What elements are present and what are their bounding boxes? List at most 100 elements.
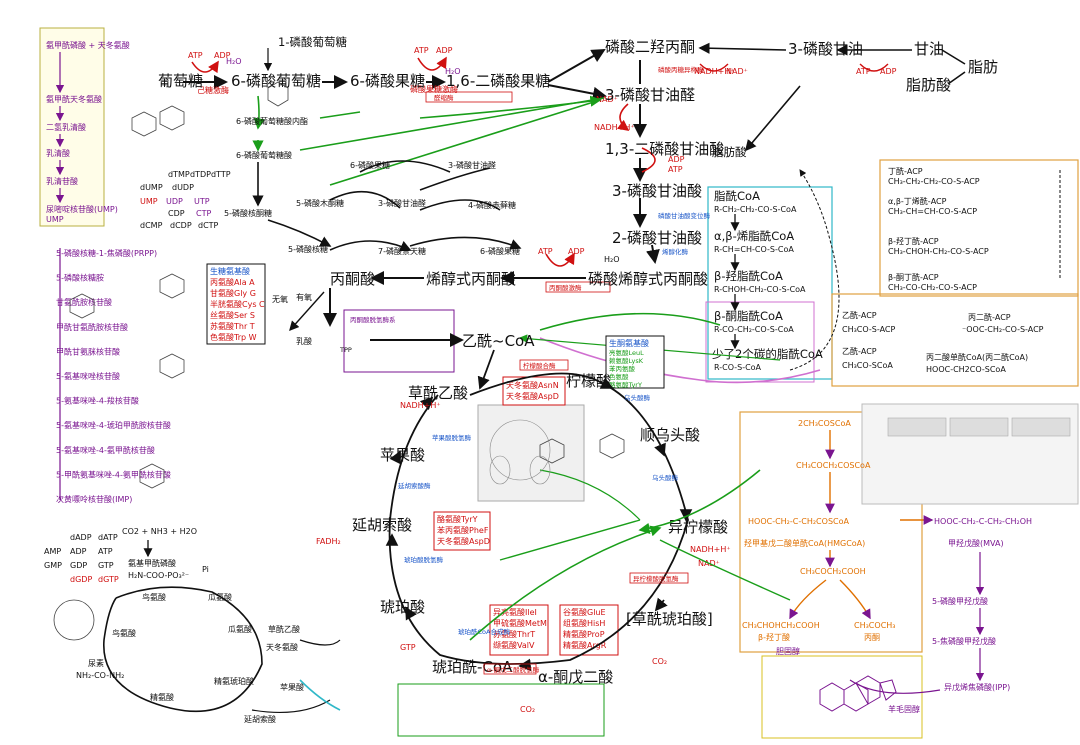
h2o-label: H₂O	[445, 67, 461, 76]
pyr-orotate: 乳清酸	[46, 148, 70, 158]
kb-hmgcoa: 羟甲基戊二酸单酰CoA(HMGCoA)	[744, 538, 865, 548]
scs-label: 琥珀酰CoA合成酶	[458, 627, 510, 636]
urea-pi: Pi	[202, 565, 209, 574]
fadh2-label: FADH₂	[316, 537, 341, 546]
nt-atp: ATP	[98, 547, 113, 556]
fs-hydroxy: β-羟丁酰-ACP	[888, 236, 939, 246]
atp-label: ATP	[188, 51, 203, 60]
molecule-sketches	[69, 81, 625, 489]
purine-step-aicar: 5-氨基咪唑-4-氨甲酰核苷酸	[56, 445, 155, 455]
akg-aa-item: 精氨酸ArgR	[563, 640, 607, 650]
fs-malonyl-coa: 丙二酸单酰CoA(丙二酰CoA)	[926, 352, 1028, 362]
h2o-label-2: H₂O	[226, 57, 242, 66]
glycogenic-item: 丝氨酸Ser S	[210, 310, 255, 320]
kb-hmg-formula: HOOC-CH₂-C-CH₂COSCoA	[748, 517, 850, 526]
oaa-aa-item: 天冬氨酸AsnN	[506, 380, 559, 390]
nt-dctp: dCTP	[198, 221, 219, 230]
bo-formula4: R-CO-CH₂-CO-S-CoA	[714, 325, 794, 334]
urea-citrulline-2: 瓜氨酸	[228, 624, 252, 634]
g6p-lactone-node: 6-磷酸葡萄糖酸内酯	[236, 116, 308, 126]
kb-acetone-label: 丙酮	[864, 633, 880, 642]
nt-adp: ADP	[70, 547, 87, 556]
urea-citrulline: 瓜氨酸	[208, 592, 232, 602]
ch-p5mva: 5-磷酸甲羟戊酸	[932, 596, 988, 606]
kb-acetone: CH₃COCH₃	[854, 621, 896, 630]
atp-label-4: ATP	[538, 247, 553, 256]
xylulose5p-node: 5-磷酸木酮糖	[296, 198, 344, 208]
acetyl-coa-node: 乙酰~CoA	[462, 332, 535, 350]
nad-label: NAD⁺	[596, 95, 618, 104]
purine-list: 5-磷酸核糖-1-焦磷酸(PRPP)5-磷酸核糖胺甘氨酰胺核苷酸甲酰甘氨酰胺核苷…	[56, 248, 171, 504]
ch-ipp: 异戊烯焦磷酸(IPP)	[944, 682, 1010, 692]
succinyl-coa-node: 琥珀酰-CoA	[432, 658, 513, 676]
purine-step-air: 5-氨基咪唑核苷酸	[56, 371, 120, 381]
oxalosuccinate-node: [草酰琥珀酸]	[626, 610, 713, 628]
nt-ump: UMP	[140, 197, 158, 206]
nt-datp: dATP	[98, 533, 118, 542]
nt-dgdp: dGDP	[70, 575, 92, 584]
idh-label: 异柠檬酸脱氢酶	[633, 574, 679, 583]
atp-label-2: ATP	[414, 46, 429, 55]
fat-node: 脂肪	[968, 58, 998, 76]
pyr-ump: 尿嘧啶核苷酸(UMP)	[46, 204, 118, 214]
co2-label: CO₂	[652, 657, 667, 666]
ketone-body-box	[739, 411, 923, 653]
nt-dadp: dADP	[70, 533, 92, 542]
ketogenic-item: 酪氨酸TyrY	[609, 380, 642, 389]
nt-dcmp: dCMP	[140, 221, 163, 230]
citrate-synthase-label: 柠檬酸合酶	[523, 361, 556, 370]
adp-label-2: ADP	[436, 46, 453, 55]
pyr-dho: 二氢乳清酸	[46, 122, 86, 132]
fs-keto: β-酮丁酰-ACP	[888, 272, 939, 282]
fumarase-label: 延胡索酸酶	[398, 481, 431, 490]
mdh-label: 苹果酸脱氢酶	[432, 433, 472, 442]
purine-step-fgar: 甲酰甘氨酰胺核苷酸	[56, 322, 128, 332]
tpp-label: TPP	[339, 346, 352, 354]
oaa-aa-box	[502, 376, 566, 406]
ch-mva: 甲羟戊酸(MVA)	[948, 538, 1004, 548]
g3p-b-node: 3-磷酸甘油醛	[448, 160, 496, 170]
aconitase-label-2: 乌头酸酶	[652, 473, 679, 482]
f6p-node: 6-磷酸果糖	[350, 72, 425, 90]
glycogenic-item: 甘氨酸Gly G	[210, 288, 256, 298]
nt-udp: UDP	[166, 197, 183, 206]
nadh-label-2: NADH+H⁺	[694, 67, 735, 76]
steroid-box	[761, 655, 923, 739]
fs-malonyl-formula: HOOC-CH2CO-SCoA	[926, 365, 1006, 374]
pyrimidine-nucleotides: dTMP dTDP dTTP dUMP dUDP UMP UDP UTP CDP…	[140, 170, 231, 230]
bo-rcoscoa: R-CO-S-CoA	[714, 363, 762, 372]
glycogenic-item: 半胱氨酸Cys C	[210, 299, 265, 309]
akg-node: α-酮戊二酸	[538, 668, 613, 686]
nt-dump: dUMP	[140, 183, 163, 192]
hexokinase-label: 己糖激酶	[197, 85, 229, 95]
ketogenic-item: 苯丙氨酸	[609, 364, 636, 373]
aconitase-label: 乌头酸酶	[624, 393, 651, 402]
malate-node: 苹果酸	[380, 446, 425, 464]
urea-malate: 苹果酸	[280, 682, 304, 692]
purine-step-pra: 5-磷酸核糖胺	[56, 273, 104, 283]
f6p-c-node: 6-磷酸果糖	[480, 246, 520, 256]
fum-aa-item: 天冬氨酸AspD	[437, 536, 490, 546]
g3p-c-node: 3-磷酸甘油醛	[378, 198, 426, 208]
cholesterol-list: HOOC-CH₂-C-CH₂-CH₂OH 甲羟戊酸(MVA) 5-磷酸甲羟戊酸 …	[776, 517, 1032, 714]
bo-shorter: 少了2个碳的脂酰CoA	[712, 347, 823, 361]
akg-aa-item: 组氨酸HisH	[563, 618, 605, 628]
atp-label-3: ATP	[668, 165, 683, 174]
ketogenic-item: 色氨酸	[609, 372, 629, 381]
ch-pp5mva: 5-焦磷酸甲羟戊酸	[932, 636, 996, 646]
urea-bottom-box	[397, 683, 605, 737]
nt-dtmp: dTMP	[168, 170, 190, 179]
nt-dgtp: dGTP	[98, 575, 119, 584]
aldolase-label: 醛缩酶	[434, 93, 454, 102]
urea-ornithine-2: 鸟氨酸	[112, 628, 136, 638]
succ-aa-item: 异亮氨酸IleI	[493, 607, 537, 617]
mitochondria-panel	[477, 404, 585, 502]
ketogenic-item: 亮氨酸LeuL	[609, 348, 644, 357]
glycogenic-title: 生糖氨基酸	[210, 266, 250, 276]
glycogenic-box	[206, 263, 266, 345]
bo-fatty-acid: 脂肪酸	[712, 145, 747, 159]
